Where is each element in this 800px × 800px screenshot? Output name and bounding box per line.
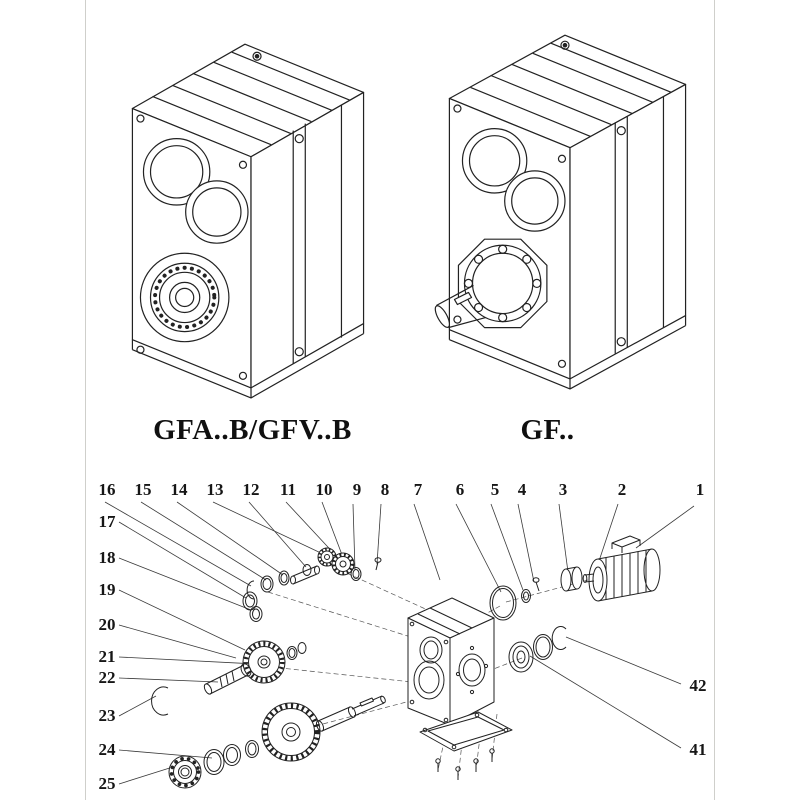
part-number-9: 9 bbox=[352, 480, 362, 499]
part-number-17: 17 bbox=[98, 512, 116, 531]
figure-caption-gf: GF.. bbox=[520, 414, 575, 446]
part-number-12: 12 bbox=[242, 480, 260, 499]
housing bbox=[407, 597, 495, 726]
motor bbox=[582, 535, 661, 602]
output-shaft-parts bbox=[168, 695, 386, 789]
part-number-21: 21 bbox=[98, 647, 116, 666]
part-number-5: 5 bbox=[490, 480, 500, 499]
side-rail bbox=[292, 104, 343, 364]
side-rail bbox=[614, 96, 665, 354]
part-number-22: 22 bbox=[98, 668, 116, 687]
part-number-13: 13 bbox=[206, 480, 224, 499]
page-edge-right bbox=[714, 0, 715, 800]
main-bearing bbox=[139, 252, 230, 343]
upper-bearing-bosses bbox=[461, 128, 566, 232]
part-number-14: 14 bbox=[170, 480, 188, 499]
part-number-23: 23 bbox=[98, 706, 116, 725]
part-number-42: 42 bbox=[689, 676, 707, 695]
part-number-18: 18 bbox=[98, 548, 116, 567]
gearbox-drawing-gfab bbox=[131, 43, 365, 399]
part-number-6: 6 bbox=[455, 480, 465, 499]
output-side-rings bbox=[489, 577, 567, 673]
output-flange-and-shaft bbox=[434, 238, 548, 329]
exploded-view-drawing bbox=[104, 501, 695, 789]
part-number-41: 41 bbox=[689, 740, 707, 759]
part-number-20: 20 bbox=[98, 615, 116, 634]
gearbox-drawing-gf bbox=[434, 34, 687, 390]
input-shaft-parts bbox=[242, 547, 382, 622]
lifting-hole-icon bbox=[252, 51, 262, 61]
corner-bolts bbox=[136, 114, 248, 380]
part-number-24: 24 bbox=[98, 740, 116, 759]
part-number-19: 19 bbox=[98, 580, 116, 599]
base-feet bbox=[448, 315, 687, 390]
part-number-1: 1 bbox=[695, 480, 705, 499]
coupling bbox=[560, 566, 583, 592]
lifting-hole-icon bbox=[560, 40, 570, 50]
part-number-15: 15 bbox=[134, 480, 152, 499]
part-number-8: 8 bbox=[380, 480, 390, 499]
part-number-25: 25 bbox=[98, 774, 116, 793]
part-number-3: 3 bbox=[558, 480, 568, 499]
figure-caption-gfab: GFA..B/GFV..B bbox=[153, 414, 352, 446]
part-number-7: 7 bbox=[413, 480, 423, 499]
part-number-4: 4 bbox=[517, 480, 527, 499]
part-number-11: 11 bbox=[279, 480, 297, 499]
part-number-10: 10 bbox=[315, 480, 333, 499]
upper-bearing-bosses bbox=[142, 138, 249, 244]
intermediate-gear-parts bbox=[151, 640, 307, 716]
leader-lines bbox=[104, 501, 695, 785]
base-feet bbox=[131, 323, 365, 399]
gasket-and-bolts bbox=[419, 711, 513, 780]
part-number-16: 16 bbox=[98, 480, 116, 499]
corner-bolts bbox=[453, 104, 567, 368]
page-edge-left bbox=[85, 0, 86, 800]
part-number-2: 2 bbox=[617, 480, 627, 499]
